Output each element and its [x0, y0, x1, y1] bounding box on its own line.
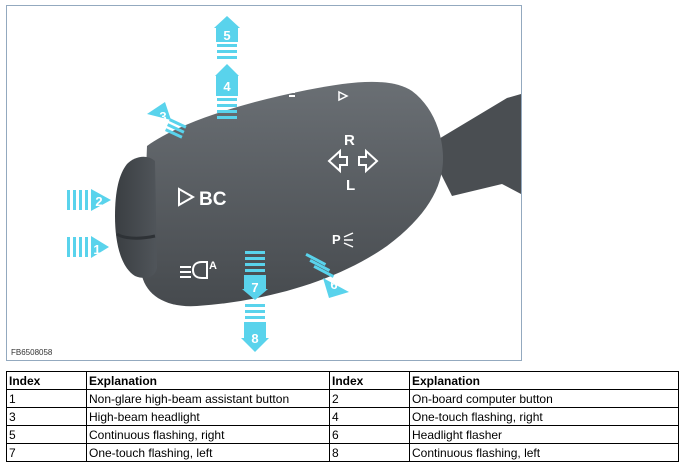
arrow-8-number: 8 [251, 331, 258, 346]
arrow-3: 3 [147, 102, 187, 139]
arrow-3-number: 3 [159, 109, 166, 124]
table-row: 5 Continuous flashing, right 6 Headlight… [6, 425, 679, 444]
l-label: L [346, 177, 355, 194]
arrow-4: 4 [215, 64, 239, 119]
stalk-figure: BC A R L P [6, 5, 522, 361]
arrow-6: 6 [305, 252, 349, 298]
header-index-1: Index [6, 371, 87, 390]
arrow-2: 2 [67, 189, 111, 211]
bc-label: BC [199, 189, 227, 210]
arrow-8: 8 [241, 304, 269, 352]
row-cell: 5 [6, 425, 87, 444]
stalk-body [142, 81, 444, 307]
svg-text:A: A [209, 260, 217, 272]
header-explanation-2: Explanation [409, 371, 679, 390]
high-beam-assistant-icon: A [180, 260, 217, 279]
arrow-5-number: 5 [223, 28, 230, 43]
stalk-tip [115, 156, 157, 278]
row-cell: One-touch flashing, left [86, 443, 330, 462]
turn-direction-icon: R L [327, 132, 379, 194]
arrow-1: 1 [67, 236, 109, 258]
table-row: 3 High-beam headlight 4 One-touch flashi… [6, 407, 679, 426]
stalk-arm [427, 94, 521, 196]
row-cell: 8 [329, 443, 410, 462]
stalk-tip-ring [116, 232, 156, 240]
play-triangle-icon [178, 187, 196, 207]
parking-light-icon: P [332, 232, 354, 248]
table-row: 1 Non-glare high-beam assistant button 2… [6, 389, 679, 408]
row-cell: Continuous flashing, right [86, 425, 330, 444]
arrow-5: 5 [214, 16, 240, 59]
top-marks-icon [289, 87, 349, 102]
row-cell: One-touch flashing, right [409, 407, 679, 426]
figure-id: FB6508058 [11, 348, 53, 357]
row-cell: Continuous flashing, left [409, 443, 679, 462]
arrow-7: 7 [242, 251, 268, 300]
row-cell: On-board computer button [409, 389, 679, 408]
header-index-2: Index [329, 371, 410, 390]
row-cell: Headlight flasher [409, 425, 679, 444]
arrow-7-number: 7 [251, 280, 258, 295]
row-cell: 3 [6, 407, 87, 426]
r-label: R [344, 132, 355, 149]
svg-text:P: P [332, 232, 341, 247]
arrows: 1 2 3 [67, 16, 349, 352]
stalk-illustration: BC A R L P [67, 16, 521, 352]
row-cell: 4 [329, 407, 410, 426]
header-explanation-1: Explanation [86, 371, 330, 390]
arrow-1-number: 1 [93, 242, 100, 257]
row-cell: Non-glare high-beam assistant button [86, 389, 330, 408]
legend-table: Index Explanation Index Explanation 1 No… [6, 371, 679, 462]
arrow-4-number: 4 [223, 79, 231, 94]
row-cell: 6 [329, 425, 410, 444]
table-row: 7 One-touch flashing, left 8 Continuous … [6, 443, 679, 462]
table-header-row: Index Explanation Index Explanation [6, 371, 679, 390]
row-cell: High-beam headlight [86, 407, 330, 426]
arrow-2-number: 2 [95, 194, 102, 209]
row-cell: 1 [6, 389, 87, 408]
arrow-6-number: 6 [330, 277, 337, 292]
row-cell: 2 [329, 389, 410, 408]
row-cell: 7 [6, 443, 87, 462]
